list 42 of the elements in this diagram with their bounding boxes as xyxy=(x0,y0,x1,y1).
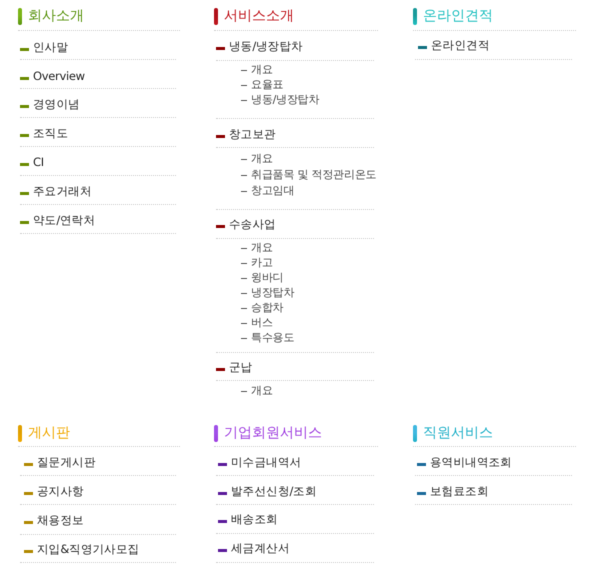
menu-item: 조직도 xyxy=(33,125,68,141)
submenu-item: 특수용도 xyxy=(251,330,294,346)
menu-item: 온라인견적 xyxy=(431,37,490,53)
submenu-item: 개요 xyxy=(251,383,273,399)
menu-item: 군납 xyxy=(229,359,252,375)
submenu-item: 개요 xyxy=(251,240,273,256)
section-heading: 온라인견적 xyxy=(423,8,493,24)
menu-item: 공지사항 xyxy=(37,483,84,499)
menu-item: 용역비내역조회 xyxy=(430,454,512,470)
menu-item: 질문게시판 xyxy=(37,454,96,470)
menu-item: 배송조회 xyxy=(231,511,278,527)
menu-item: 수송사업 xyxy=(229,216,276,232)
submenu-item: 개요 xyxy=(251,62,273,78)
menu-item: 주요거래처 xyxy=(33,183,92,199)
menu-item: Overview xyxy=(33,68,85,84)
menu-item: 채용정보 xyxy=(37,512,84,528)
menu-item: 인사말 xyxy=(33,39,68,55)
submenu-item: 요율표 xyxy=(251,77,284,93)
submenu-item: 윙바디 xyxy=(251,270,284,286)
submenu-item: 카고 xyxy=(251,255,273,271)
menu-item: 경영이념 xyxy=(33,96,80,112)
menu-item: 보험료조회 xyxy=(430,483,489,499)
section-heading: 직원서비스 xyxy=(423,425,493,441)
section-heading: 기업회원서비스 xyxy=(224,425,322,441)
menu-item: 지입&직영기사모집 xyxy=(37,541,140,557)
submenu-item: 개요 xyxy=(251,151,273,167)
menu-item: 약도/연락처 xyxy=(33,212,96,228)
menu-item: 냉동/냉장탑차 xyxy=(229,38,303,54)
section-heading: 서비스소개 xyxy=(224,8,294,24)
submenu-item: 냉장탑차 xyxy=(251,285,294,301)
menu-item: 발주선신청/조회 xyxy=(231,483,316,499)
submenu-item: 버스 xyxy=(251,315,273,331)
menu-item: CI xyxy=(33,154,44,170)
submenu-item: 창고임대 xyxy=(251,183,294,199)
menu-item: 미수금내역서 xyxy=(231,454,302,470)
menu-item: 창고보관 xyxy=(229,126,276,142)
submenu-item: 취급품목 및 적정관리온도 xyxy=(251,167,376,183)
submenu-item: 냉동/냉장탑차 xyxy=(251,92,320,108)
menu-item: 세금계산서 xyxy=(231,540,290,556)
section-heading: 게시판 xyxy=(28,425,70,441)
section-heading: 회사소개 xyxy=(28,8,84,24)
submenu-item: 승합차 xyxy=(251,300,284,316)
